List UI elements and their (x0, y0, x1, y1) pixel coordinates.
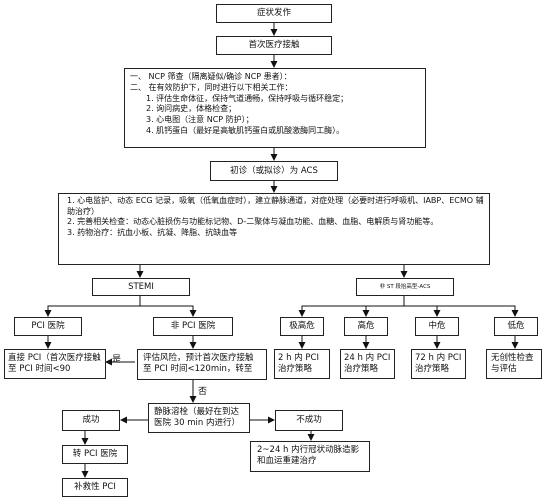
very-high-strategy-box: 2 h 内 PCI 治疗策略 (274, 349, 330, 379)
risk-evaluation-label: 评估风险，预计首次医疗接触至 PCI 时间<120min，转至 (143, 353, 254, 374)
intermediate-risk-box: 中危 (415, 317, 459, 336)
low-strategy-label: 无创性检查与评估 (491, 353, 534, 374)
protection-line: 二、 在有效防护下，同时进行以下相关工作： (130, 82, 293, 92)
post-lysis-angiography-label: 2~24 h 内行冠状动脉造影和血运重建治疗 (257, 445, 360, 466)
transfer-pci-label: 转 PCI 医院 (72, 449, 118, 459)
diagnosis-box: 初诊（或拟诊）为 ACS (210, 161, 338, 181)
initial-actions-box: 一、 NCP 筛查（隔离疑似/确诊 NCP 患者）： 二、 在有效防护下，同时进… (124, 68, 426, 148)
rescue-pci-label: 补救性 PCI (74, 482, 116, 492)
action-item: 4. 肌钙蛋白（最好是高敏肌钙蛋白或肌酸激酶同工酶）。 (146, 125, 345, 135)
workup-item: 2. 完善相关检查：动态心脏损伤与功能标记物、D-二聚体与凝血功能、血糖、血脂、… (67, 217, 439, 226)
line-nste-low (404, 305, 519, 317)
screening-line: 一、 NCP 筛查（隔离疑似/确诊 NCP 患者）： (130, 72, 292, 81)
action-item: 1. 评估生命体征，保持气道通畅，保持呼吸与循环稳定； (146, 93, 349, 103)
risk-evaluation-box: 评估风险，预计首次医疗接触至 PCI 时间<120min，转至 (137, 349, 267, 380)
low-risk-box: 低危 (494, 317, 538, 336)
edge-label-no: 否 (198, 387, 208, 397)
action-list: 1. 评估生命体征，保持气道通畅，保持呼吸与循环稳定； 2. 询问病史，体格检查… (130, 94, 420, 137)
workup-box: 1. 心电监护、动态 ECG 记录，吸氧（低氧血症时），建立静脉通道，对症处理（… (58, 193, 490, 265)
high-strategy-box: 24 h 内 PCI 治疗策略 (340, 349, 395, 379)
very-high-risk-label: 极高危 (289, 321, 315, 331)
success-box: 成功 (62, 410, 120, 431)
action-item: 2. 询问病史，体格检查； (146, 104, 237, 114)
thrombolysis-label: 静脉溶栓（最好在到达医院 30 min 内进行） (154, 407, 240, 428)
nste-acs-label: 非 ST 段抬高型-ACS (379, 283, 431, 290)
rescue-pci-box: 补救性 PCI (62, 478, 128, 497)
workup-item: 1. 心电监护、动态 ECG 记录，吸氧（低氧血症时），建立静脉通道，对症处理（… (67, 196, 484, 216)
non-pci-hospital-label: 非 PCI 医院 (170, 321, 216, 331)
high-risk-box: 高危 (344, 317, 388, 336)
line-stemi-split (44, 296, 141, 317)
direct-pci-label: 直接 PCI（首次医疗接触至 PCI 时间<90 (8, 353, 101, 374)
direct-pci-box: 直接 PCI（首次医疗接触至 PCI 时间<90 (4, 349, 106, 379)
success-label: 成功 (82, 415, 100, 425)
first-contact-box: 首次医疗接触 (216, 36, 332, 55)
edge-label-yes: 是 (112, 355, 122, 365)
onset-label: 症状发作 (256, 8, 291, 18)
nste-acs-box: 非 ST 段抬高型-ACS (356, 278, 454, 296)
very-high-risk-box: 极高危 (280, 317, 324, 336)
pci-hospital-label: PCI 医院 (31, 321, 65, 331)
pci-hospital-box: PCI 医院 (14, 317, 82, 336)
diagnosis-label: 初诊（或拟诊）为 ACS (230, 165, 318, 176)
intermediate-strategy-label: 72 h 内 PCI 治疗策略 (415, 353, 462, 374)
intermediate-strategy-box: 72 h 内 PCI 治疗策略 (411, 349, 466, 379)
workup-item: 3. 药物治疗：抗血小板、抗凝、降脂、抗缺血等 (67, 227, 238, 237)
non-pci-hospital-box: 非 PCI 医院 (153, 317, 233, 336)
failure-box: 不成功 (275, 410, 343, 431)
post-lysis-angiography-box: 2~24 h 内行冠状动脉造影和血运重建治疗 (250, 441, 370, 472)
low-risk-label: 低危 (507, 321, 525, 331)
thrombolysis-box: 静脉溶栓（最好在到达医院 30 min 内进行） (148, 403, 250, 433)
failure-label: 不成功 (296, 415, 322, 425)
intermediate-risk-label: 中危 (428, 321, 446, 331)
low-strategy-box: 无创性检查与评估 (486, 349, 542, 379)
stemi-box: STEMI (92, 278, 190, 296)
stemi-label: STEMI (128, 281, 154, 292)
line-stemi-nonpci (140, 305, 197, 317)
high-risk-label: 高危 (357, 321, 375, 331)
action-item: 3. 心电图（注意 NCP 防护）； (146, 115, 254, 125)
onset-box: 症状发作 (216, 4, 332, 23)
very-high-strategy-label: 2 h 内 PCI 治疗策略 (278, 353, 319, 374)
transfer-pci-box: 转 PCI 医院 (62, 445, 128, 464)
line-nste-split (298, 296, 405, 317)
first-contact-label: 首次医疗接触 (248, 40, 300, 50)
high-strategy-label: 24 h 内 PCI 治疗策略 (344, 353, 391, 374)
